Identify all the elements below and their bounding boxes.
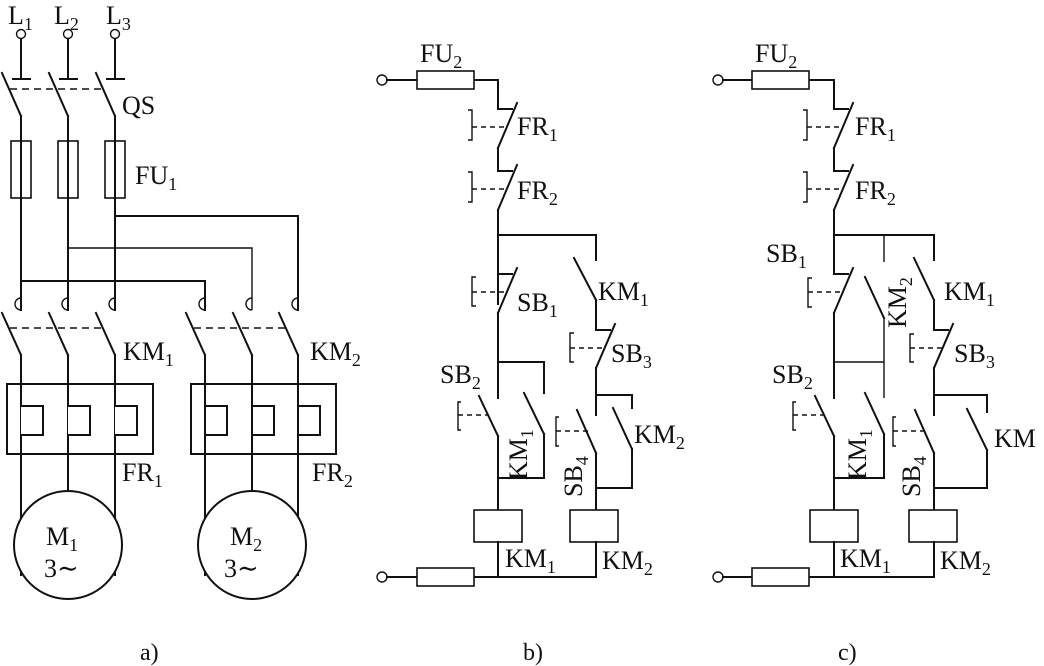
caption-a: a) bbox=[140, 640, 159, 666]
interlock-km1-nc-c bbox=[912, 256, 936, 331]
label-sb2-c: SB2 bbox=[772, 360, 813, 393]
caption-c: c) bbox=[838, 640, 857, 666]
terminal-top-c bbox=[712, 74, 724, 86]
label-km1-interlock-c: KM1 bbox=[944, 277, 995, 310]
fuse-label-fu2-c: FU2 bbox=[755, 39, 797, 72]
contactor-label-km2: KM2 bbox=[310, 337, 361, 370]
label-fr2-c: FR2 bbox=[855, 176, 896, 209]
label-sb3-b: SB3 bbox=[611, 339, 652, 372]
fuses-fu1 bbox=[10, 115, 126, 311]
terminal-bottom-c bbox=[712, 571, 724, 583]
button-sb4-b bbox=[555, 408, 598, 455]
selfhold-km-c bbox=[933, 407, 989, 489]
label-coil-km1-c: KM1 bbox=[840, 544, 891, 577]
label-sb4-b: SB4 bbox=[559, 456, 592, 497]
isolator-switch-qs bbox=[0, 38, 125, 118]
label-km-selfhold-c: KM bbox=[994, 424, 1036, 453]
overload-contact-fr1-c bbox=[803, 79, 855, 171]
coil-km2-b bbox=[569, 509, 619, 543]
motor-phase-m2: 3∼ bbox=[224, 554, 259, 583]
label-coil-km2-c: KM2 bbox=[940, 546, 991, 579]
contactor-label-km1: KM1 bbox=[123, 337, 174, 370]
selfhold-km2-b bbox=[595, 406, 634, 489]
motor-label-m1: M1 bbox=[46, 522, 78, 555]
overload-label-fr1: FR1 bbox=[122, 458, 163, 491]
coil-km1-b bbox=[473, 509, 523, 543]
selfhold-km1-b bbox=[497, 391, 546, 479]
terminal-label-l2: L2 bbox=[54, 1, 79, 34]
fuse-bottom-c bbox=[751, 567, 810, 587]
terminal-label-l3: L3 bbox=[106, 1, 131, 34]
label-sb3-c: SB3 bbox=[954, 339, 995, 372]
label-sb1-b: SB1 bbox=[517, 288, 558, 321]
label-sb2-b: SB2 bbox=[440, 360, 481, 393]
panel-a-main-circuit: L1 L2 L3 QS bbox=[0, 1, 361, 666]
label-km1-selfhold-b: KM1 bbox=[504, 429, 537, 480]
button-sb4-c bbox=[892, 408, 936, 455]
label-sb4-c: SB4 bbox=[897, 456, 930, 497]
terminal-bottom-b bbox=[376, 571, 388, 583]
selfhold-km1-c bbox=[833, 391, 886, 479]
fuse-label-fu1: FU1 bbox=[135, 161, 177, 194]
fuse-fu2-b bbox=[416, 70, 475, 90]
coil-km1-c bbox=[809, 509, 859, 543]
overload-relay-fr2 bbox=[190, 383, 337, 455]
label-km1-selfhold-c: KM1 bbox=[843, 429, 876, 480]
button-sb1-b bbox=[471, 234, 519, 315]
overload-label-fr2: FR2 bbox=[312, 458, 353, 491]
label-fr2-b: FR2 bbox=[517, 176, 558, 209]
bypass-km2-c bbox=[863, 275, 886, 362]
isolator-label: QS bbox=[122, 91, 155, 120]
motor-m2: M2 3∼ bbox=[197, 490, 307, 600]
label-km2-bypass-c: KM2 bbox=[883, 277, 916, 328]
fuse-bottom-b bbox=[416, 567, 475, 587]
label-sb1-c: SB1 bbox=[766, 239, 807, 272]
caption-b: b) bbox=[523, 640, 543, 666]
feed-to-km2 bbox=[20, 215, 299, 311]
terminal-l2 bbox=[62, 28, 74, 40]
terminal-l3 bbox=[109, 28, 121, 40]
overload-contact-fr2-c bbox=[803, 163, 855, 236]
button-sb3-c bbox=[909, 322, 955, 396]
terminal-l1 bbox=[15, 28, 27, 40]
motor-m1: M1 3∼ bbox=[13, 490, 123, 600]
fuse-label-fu2-b: FU2 bbox=[420, 39, 462, 72]
panel-c-control-circuit: FU2 FR1 FR2 SB1 bbox=[712, 39, 1036, 666]
label-km2-selfhold-b: KM2 bbox=[634, 420, 685, 453]
button-sb1-c bbox=[807, 234, 855, 315]
motor-label-m2: M2 bbox=[230, 522, 262, 555]
fuse-fu2-c bbox=[751, 70, 810, 90]
coil-km2-c bbox=[908, 509, 958, 543]
label-fr1-c: FR1 bbox=[855, 112, 896, 145]
label-fr1-b: FR1 bbox=[517, 112, 558, 145]
button-sb2-b bbox=[457, 394, 500, 438]
label-coil-km1-b: KM1 bbox=[505, 544, 556, 577]
button-sb2-c bbox=[792, 394, 836, 438]
label-coil-km2-b: KM2 bbox=[602, 546, 653, 579]
overload-contact-fr1-b bbox=[468, 79, 519, 171]
panel-b-control-circuit: FU2 FR1 FR2 SB1 bbox=[376, 39, 685, 666]
button-sb3-b bbox=[569, 322, 617, 394]
motor-phase-m1: 3∼ bbox=[44, 554, 79, 583]
label-km1-interlock-b: KM1 bbox=[598, 277, 649, 310]
terminal-top-b bbox=[376, 74, 388, 86]
terminal-label-l1: L1 bbox=[8, 1, 33, 34]
overload-relay-fr1 bbox=[6, 383, 154, 455]
interlock-km1-nc-b bbox=[572, 256, 598, 331]
